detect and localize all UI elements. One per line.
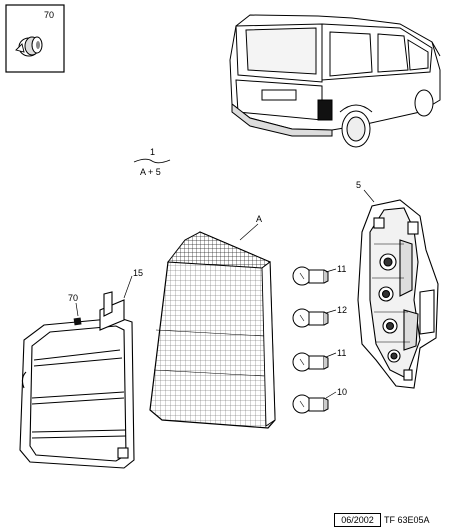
footer-date: 06/2002 <box>334 513 381 527</box>
label-bulb-1: 11 <box>337 264 346 274</box>
lamp-bracket <box>19 291 135 469</box>
clip-part <box>73 317 82 326</box>
label-lens: A <box>256 214 262 224</box>
bulb-2 <box>292 308 329 328</box>
label-bulb-3: 11 <box>337 348 346 358</box>
inset-label: 70 <box>44 10 54 20</box>
bulb-holder <box>357 199 439 389</box>
van-illustration <box>229 14 441 148</box>
label-bulb-4: 10 <box>337 387 347 397</box>
assembly-ref-bottom: A + 5 <box>140 167 161 177</box>
assembly-ref: 1 A + 5 <box>133 147 171 177</box>
label-bulb-2: 12 <box>337 305 347 315</box>
clip-icon <box>15 36 43 57</box>
label-clip: 70 <box>68 293 78 303</box>
inset-box: 70 <box>5 4 65 73</box>
bulb-1 <box>292 266 329 286</box>
label-bracket: 15 <box>133 268 143 278</box>
lamp-lens <box>149 231 276 429</box>
footer-code: TF 63E05A <box>384 515 430 525</box>
bulb-4 <box>292 394 329 414</box>
label-bulb-holder: 5 <box>356 180 361 190</box>
footer-reference: 06/2002 TF 63E05A <box>334 513 446 527</box>
bulb-3 <box>292 352 329 372</box>
assembly-ref-top: 1 <box>150 147 155 157</box>
